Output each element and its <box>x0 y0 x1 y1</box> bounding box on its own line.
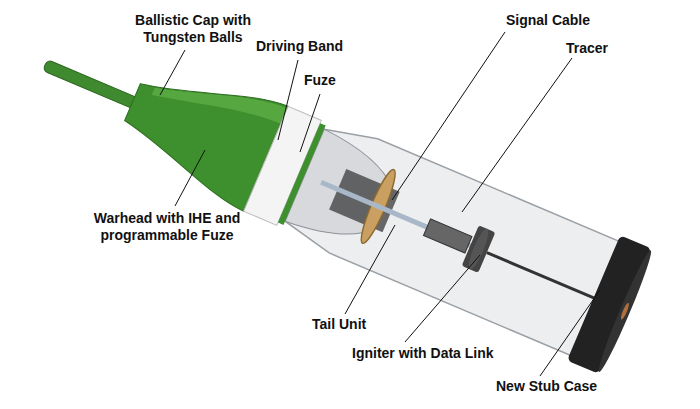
part-label: New Stub Case <box>496 378 656 395</box>
stub-case <box>280 118 621 356</box>
part-label: Ballistic Cap with Tungsten Balls <box>118 12 268 46</box>
nose-probe <box>43 59 140 109</box>
igniter <box>462 225 496 273</box>
part-label: Signal Cable <box>506 12 626 29</box>
leader-line <box>175 150 205 206</box>
part-label: Driving Band <box>256 38 366 55</box>
part-label: Igniter with Data Link <box>352 345 552 362</box>
igniter-disc <box>465 227 491 271</box>
primer <box>620 302 631 320</box>
leader-line <box>540 290 600 376</box>
fuze-ring <box>278 123 326 225</box>
leader-line <box>405 255 480 342</box>
data-link-rod <box>487 253 597 300</box>
part-label: Fuze <box>304 72 364 89</box>
part-label: Tail Unit <box>312 316 412 333</box>
leader-line <box>160 50 185 95</box>
leader-line <box>278 60 298 140</box>
part-label: Warhead with IHE and programmable Fuze <box>72 210 262 244</box>
leader-line <box>462 58 572 212</box>
leader-line <box>300 94 320 152</box>
tracer <box>423 219 471 253</box>
cap-highlight <box>152 57 288 146</box>
cartridge-cutaway <box>18 2 656 375</box>
part-label: Tracer <box>566 40 646 57</box>
case-face <box>595 248 656 373</box>
leader-lines <box>160 32 600 376</box>
leader-line <box>345 225 395 314</box>
